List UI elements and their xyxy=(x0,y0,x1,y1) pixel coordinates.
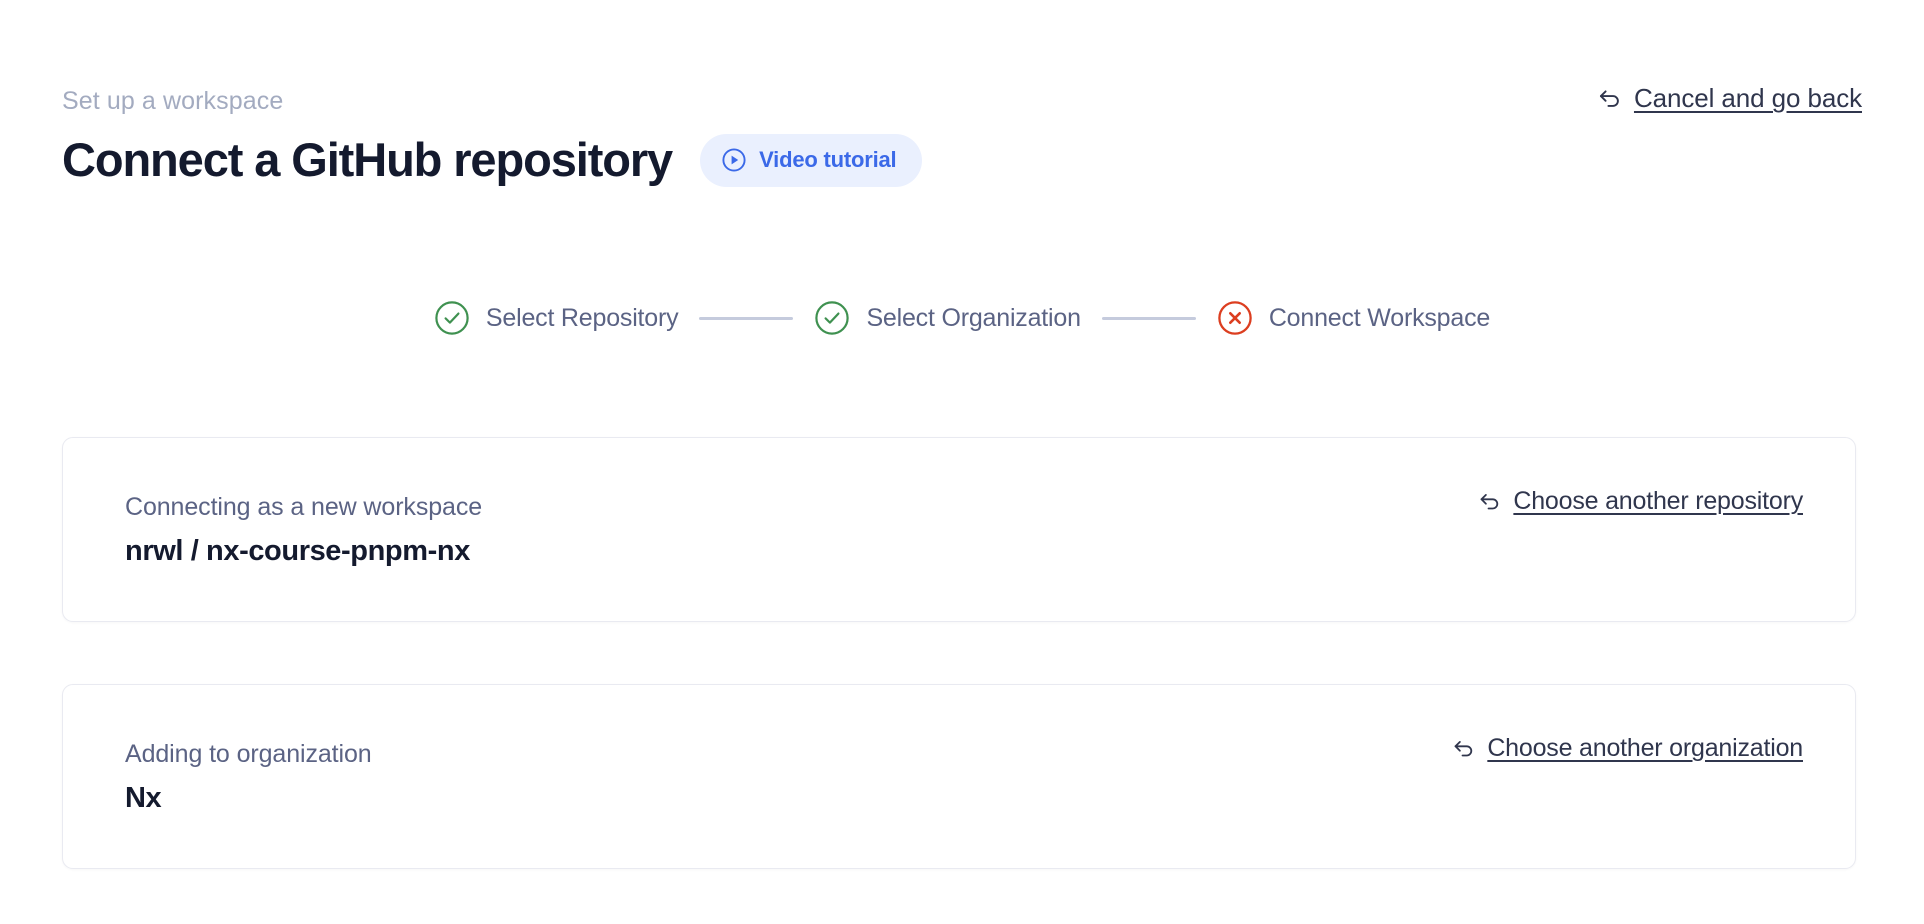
video-tutorial-label: Video tutorial xyxy=(759,147,897,172)
repository-name: nx-course-pnpm-nx xyxy=(206,535,470,567)
video-tutorial-button[interactable]: Video tutorial xyxy=(700,133,923,187)
step-label-connect-workspace: Connect Workspace xyxy=(1268,304,1491,332)
choose-another-repository-link[interactable]: Choose another repository xyxy=(1477,486,1803,517)
page-header: Set up a workspace Connect a GitHub repo… xyxy=(62,86,1862,188)
undo-arrow-icon xyxy=(1596,85,1623,112)
undo-arrow-icon xyxy=(1477,489,1502,514)
stepper-connector-2 xyxy=(1101,316,1196,320)
step-select-organization[interactable]: Select Organization xyxy=(814,300,1081,336)
organization-card-inner: Adding to organization Nx Choose another… xyxy=(63,685,1855,868)
cancel-and-go-back-label: Cancel and go back xyxy=(1633,83,1862,113)
choose-another-organization-label: Choose another organization xyxy=(1487,734,1803,762)
organization-card: Adding to organization Nx Choose another… xyxy=(62,684,1856,869)
repository-owner: nrwl xyxy=(125,535,184,567)
step-connect-workspace[interactable]: Connect Workspace xyxy=(1217,300,1490,336)
page-eyebrow: Set up a workspace xyxy=(62,87,284,115)
repository-card: Connecting as a new workspace nrwl / nx-… xyxy=(62,437,1856,622)
organization-name: Nx xyxy=(125,782,162,814)
x-circle-icon xyxy=(1217,300,1253,336)
choose-another-repository-label: Choose another repository xyxy=(1513,487,1803,515)
cancel-and-go-back-link[interactable]: Cancel and go back xyxy=(1596,82,1862,114)
play-circle-icon xyxy=(721,147,747,173)
undo-arrow-icon xyxy=(1451,736,1476,761)
repository-card-value: nrwl / nx-course-pnpm-nx xyxy=(125,533,1803,569)
repository-card-label: Connecting as a new workspace xyxy=(125,493,483,521)
repository-separator: / xyxy=(190,535,199,567)
stepper-connector-1 xyxy=(699,316,794,320)
page-title: Connect a GitHub repository xyxy=(62,133,673,186)
organization-card-label: Adding to organization xyxy=(125,740,372,768)
step-select-repository[interactable]: Select Repository xyxy=(434,300,679,336)
choose-another-organization-link[interactable]: Choose another organization xyxy=(1451,733,1803,764)
step-label-select-repository: Select Repository xyxy=(485,304,679,332)
check-circle-icon xyxy=(434,300,470,336)
repository-card-inner: Connecting as a new workspace nrwl / nx-… xyxy=(63,438,1855,621)
title-row: Connect a GitHub repository Video tutori… xyxy=(62,132,1862,188)
step-label-select-organization: Select Organization xyxy=(866,304,1081,332)
progress-stepper: Select Repository Select Organization Co… xyxy=(0,300,1924,336)
check-circle-icon xyxy=(814,300,850,336)
